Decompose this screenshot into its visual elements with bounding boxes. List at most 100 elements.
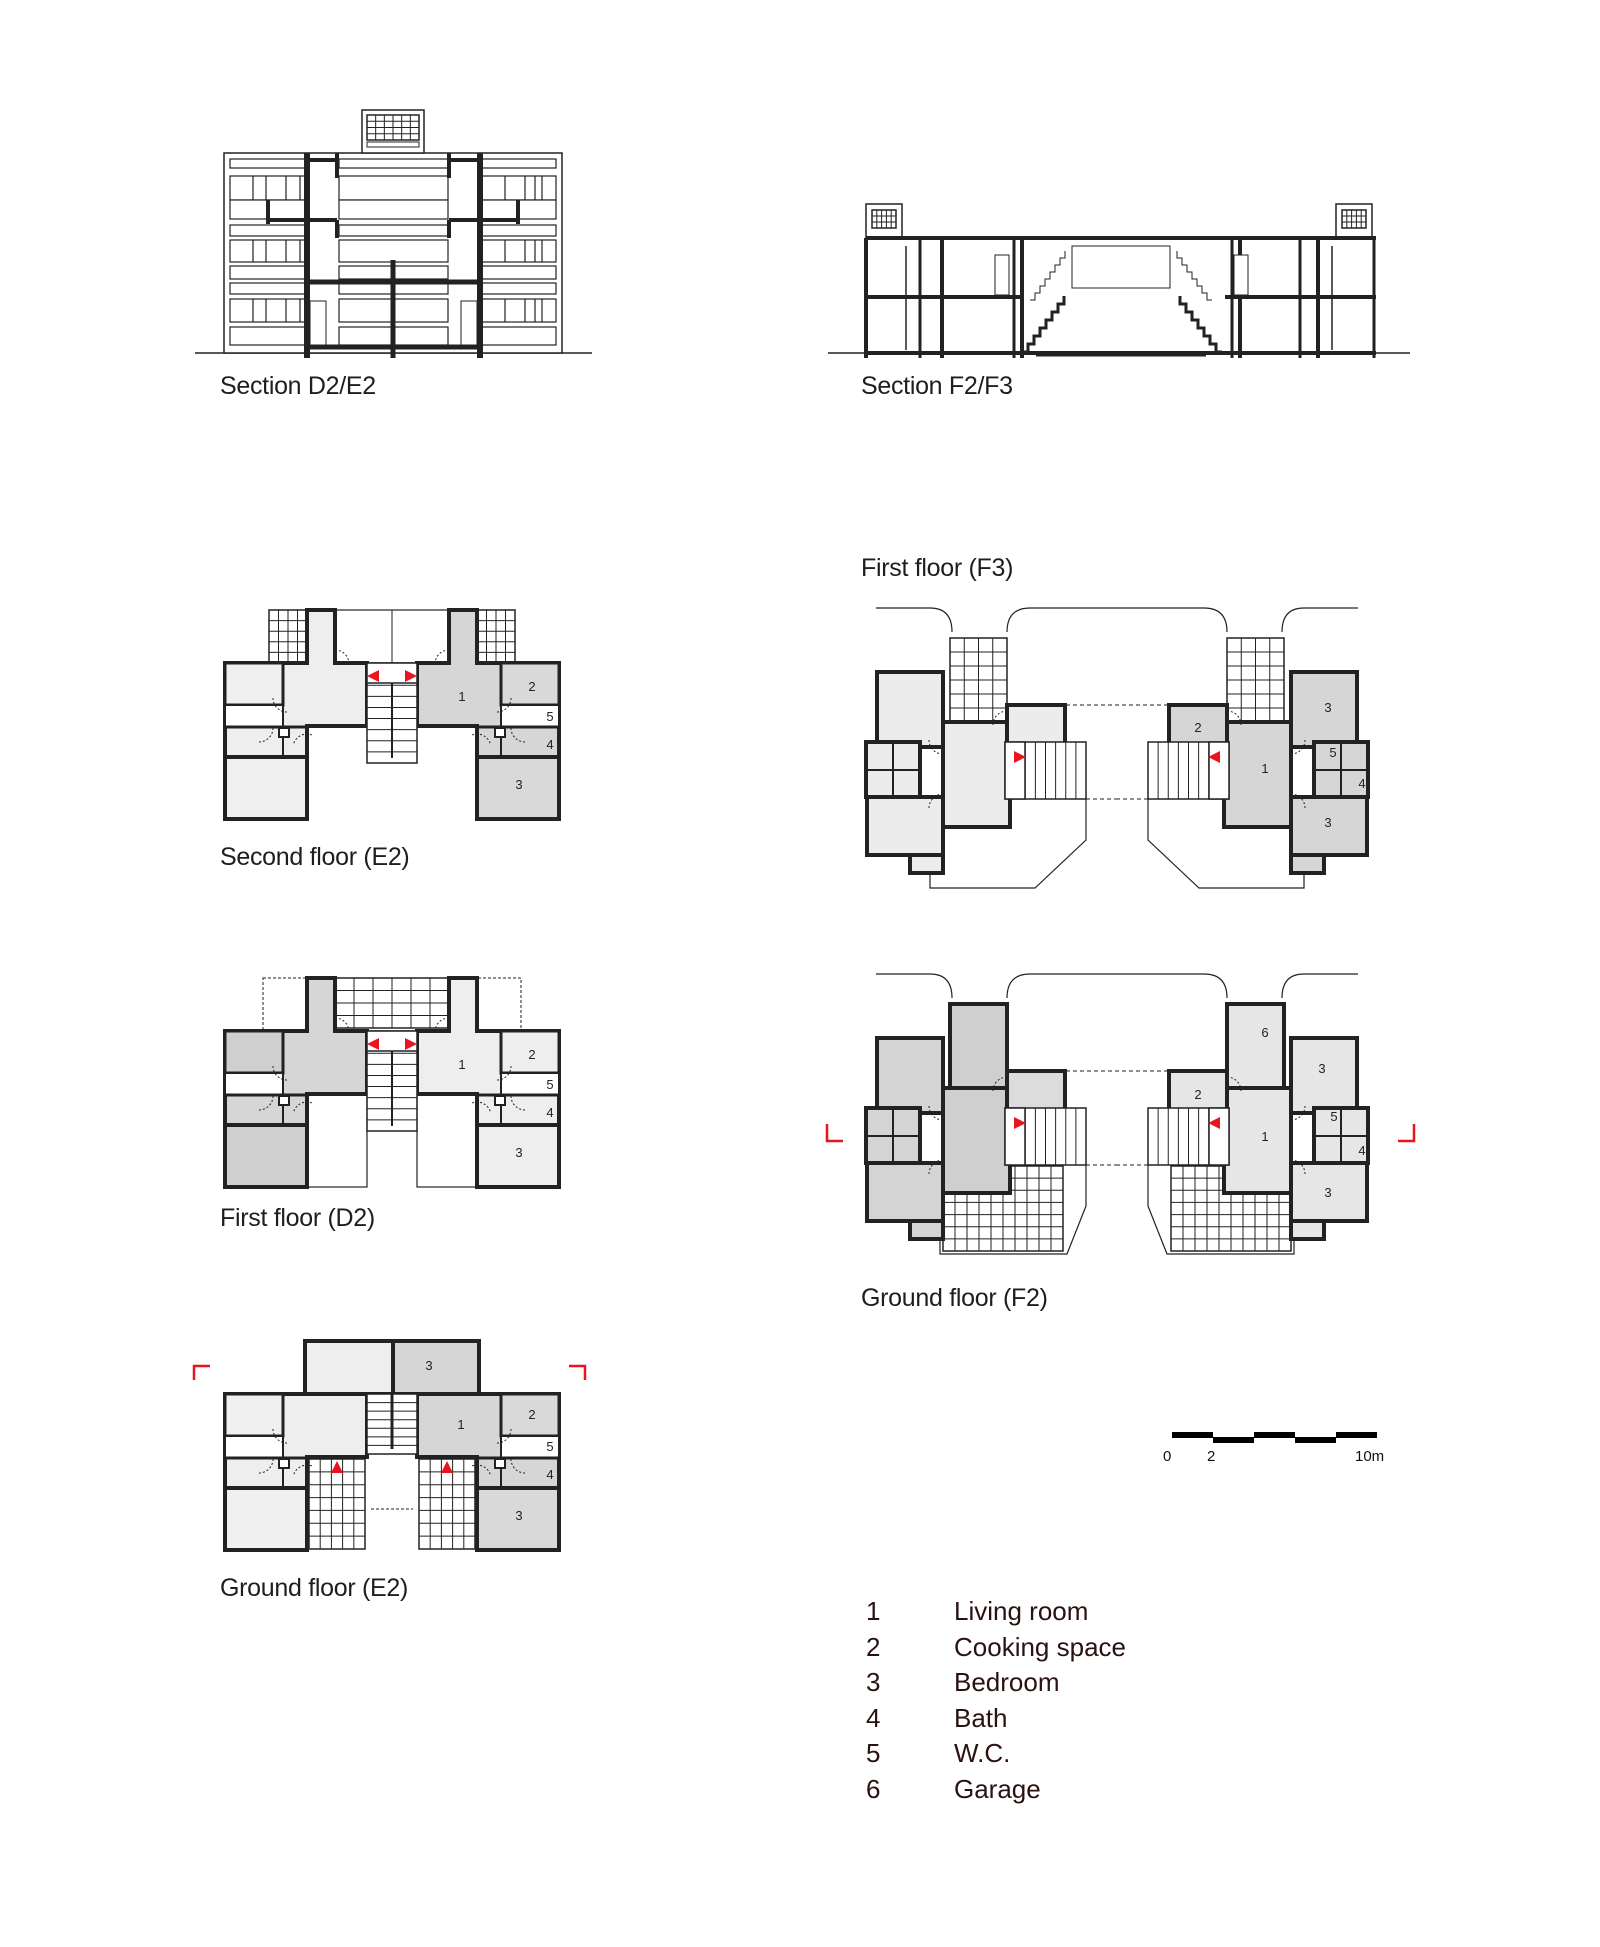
entrance-arrow-icon: [405, 1038, 417, 1050]
bedroom: [1289, 1161, 1369, 1223]
legend-number: 5: [866, 1738, 881, 1768]
door-swing: [1226, 710, 1242, 726]
scale-bar-segment: [1172, 1432, 1213, 1438]
landing: [1004, 741, 1026, 800]
facade-band: [481, 282, 557, 295]
bedroom: [1289, 795, 1369, 857]
entrance-arrow-icon: [1208, 751, 1220, 763]
entrance-arrow-icon: [405, 670, 417, 682]
room-number: 4: [546, 1467, 553, 1482]
caption-first-floor-d2: First floor (D2): [220, 1204, 375, 1232]
kitchen: [1005, 1069, 1067, 1113]
room-number: 3: [515, 1145, 522, 1160]
site-line: [876, 973, 953, 999]
legend-label: Bedroom: [954, 1667, 1060, 1697]
scale-bar-segment: [1213, 1437, 1254, 1443]
scale-bar: [1172, 1432, 1377, 1443]
entrance-arrow-icon: [1208, 1117, 1220, 1129]
staircase-flight: [1178, 296, 1222, 354]
scale-bar-segment: [1295, 1437, 1336, 1443]
room-number: 1: [458, 689, 465, 704]
facade-band: [229, 158, 307, 169]
room-number: 3: [515, 1508, 522, 1523]
facade-band: [229, 298, 307, 323]
scale-bar-segment: [1336, 1432, 1377, 1438]
paving-grid: [308, 1458, 366, 1550]
room-number: 3: [1324, 700, 1331, 715]
door-swing: [496, 697, 512, 713]
roof-box-sill: [366, 141, 420, 148]
room-number: 6: [1261, 1025, 1268, 1040]
landing: [1004, 1107, 1026, 1166]
unit-left: [223, 1392, 369, 1552]
door-swing: [293, 1101, 312, 1112]
chimney: [278, 1458, 290, 1469]
legend-label: Living room: [954, 1596, 1089, 1626]
facade-band: [338, 239, 449, 263]
bedroom: [1289, 1036, 1359, 1115]
entrance-arrow-icon: [1014, 751, 1026, 763]
room-number: 2: [528, 679, 535, 694]
annex-room: [303, 1339, 395, 1396]
bay: [908, 853, 945, 875]
landing: [366, 662, 418, 684]
bedroom: [223, 1486, 309, 1552]
unit-right: [1117, 607, 1370, 889]
door-swing: [496, 1065, 512, 1081]
facade-band: [338, 224, 449, 237]
site-line: [1117, 607, 1228, 633]
kitchen: [1167, 1069, 1229, 1113]
bedroom: [865, 795, 945, 857]
living-room: [1222, 1086, 1293, 1195]
scale-bar-segment: [1254, 1432, 1295, 1438]
bedroom: [475, 755, 561, 821]
facade-band: [338, 199, 449, 220]
site-line: [1006, 973, 1117, 999]
living-room: [941, 1086, 1012, 1195]
room-number: 2: [528, 1047, 535, 1062]
room-number: 3: [1324, 1185, 1331, 1200]
site-line: [876, 607, 953, 633]
door-swing: [472, 1101, 491, 1112]
section-marker-icon: [192, 1364, 210, 1380]
facade-band: [229, 239, 307, 263]
unit-right: [415, 976, 561, 1189]
legend-number: 4: [866, 1702, 881, 1733]
bedroom: [875, 1036, 945, 1115]
room-number: 3: [515, 777, 522, 792]
legend-label: W.C.: [954, 1738, 1011, 1768]
landing: [1208, 1107, 1230, 1166]
facade-band: [481, 326, 557, 346]
door-opening: [460, 300, 478, 346]
facade-band: [229, 282, 307, 295]
door-swing: [434, 649, 450, 665]
chimney: [494, 1458, 506, 1469]
door-swing: [293, 1464, 312, 1475]
door-swing: [272, 697, 288, 713]
open-space: [306, 1093, 368, 1188]
room-number: 2: [1194, 720, 1201, 735]
facade-band: [229, 265, 307, 280]
entrance-arrow-icon: [441, 1461, 453, 1473]
facade-band: [481, 298, 557, 323]
bay: [908, 1219, 945, 1241]
door-opening: [309, 300, 327, 346]
door-swing: [510, 1458, 526, 1474]
facade-band: [229, 224, 307, 237]
section-f2f3: [828, 203, 1410, 358]
room-number: 4: [546, 1105, 553, 1120]
room-number: 2: [528, 1407, 535, 1422]
door-swing: [334, 649, 350, 665]
landing: [1208, 741, 1230, 800]
legend-number: 6: [866, 1773, 881, 1804]
entrance-arrow-icon: [1014, 1117, 1026, 1129]
legend-item: 5 W.C.: [866, 1736, 1126, 1772]
section-marker-icon: [1398, 1124, 1416, 1143]
facade-band: [481, 239, 557, 263]
bay: [1289, 1219, 1326, 1241]
staircase-flight: [1176, 251, 1212, 301]
room-number: 4: [546, 737, 553, 752]
facade-band: [481, 224, 557, 237]
door-swing: [272, 1065, 288, 1081]
